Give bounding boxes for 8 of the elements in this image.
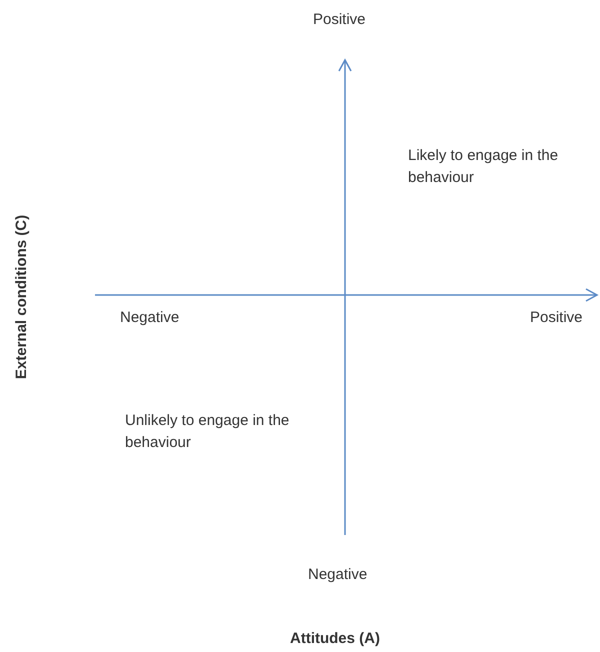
axis-end-label: Negative: [308, 565, 368, 585]
quadrant-note: Likely to engage in the behaviour: [408, 146, 560, 188]
axis-title: Attitudes (A): [290, 629, 380, 649]
axis-title: External conditions (C): [12, 214, 32, 380]
axis-end-label: Positive: [313, 10, 366, 30]
quadrant-note: Unlikely to engage in the behaviour: [125, 411, 290, 453]
axis-end-label: Negative: [120, 308, 180, 328]
axis-end-label: Positive: [530, 308, 583, 328]
